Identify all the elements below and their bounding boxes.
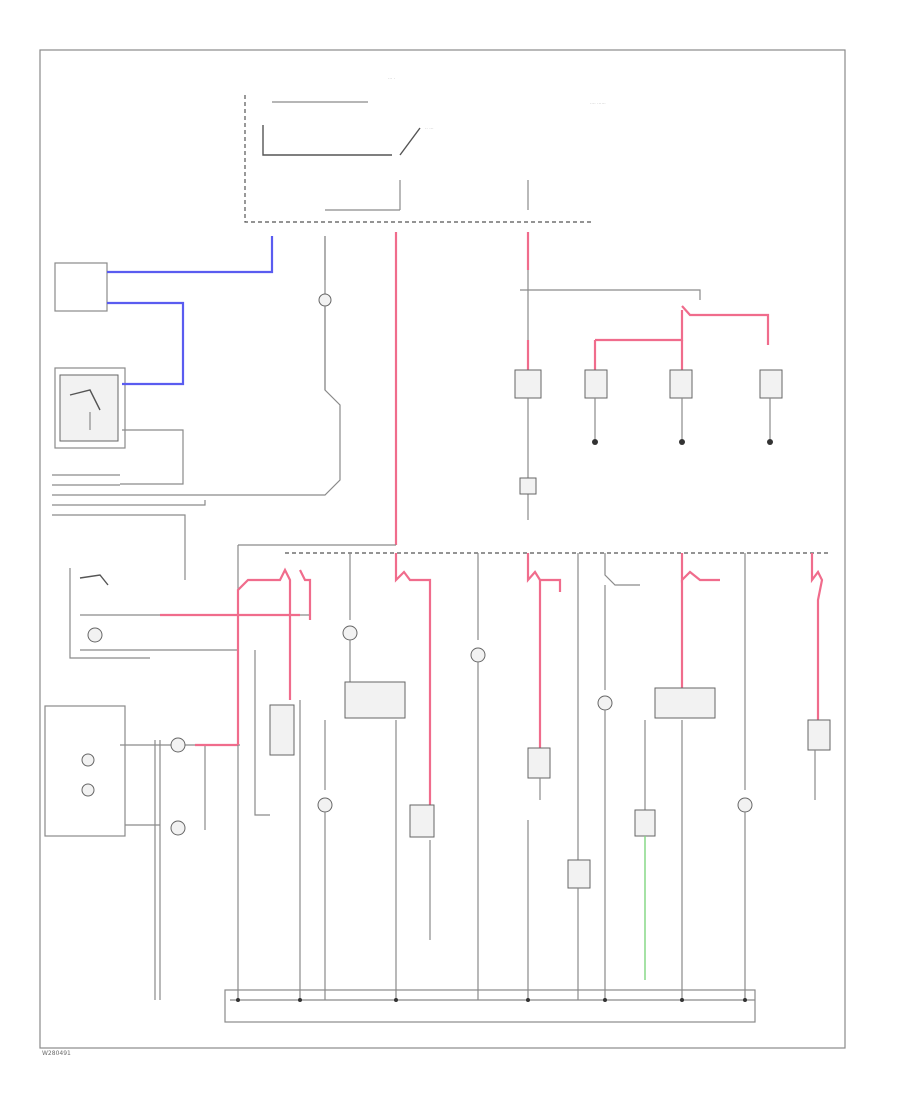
red-wire-upper-right [681, 305, 770, 345]
figure-id: W280491 [42, 1050, 71, 1057]
light-control-switch-box [54, 262, 108, 312]
svg-text:·· ···: ·· ··· [425, 127, 434, 132]
switch-2 [584, 369, 608, 399]
diagram-frame [39, 49, 846, 1049]
switch-4 [759, 369, 783, 399]
bulb-top-left [318, 293, 332, 307]
clock-box [44, 705, 126, 837]
switch-3 [669, 369, 693, 399]
rheostat-box [69, 568, 150, 659]
svg-text:···· ······: ···· ······ [590, 102, 606, 107]
blue-wire-dimmer [107, 301, 185, 386]
ground-bus [224, 989, 756, 1023]
blue-wire-tail-lamp [107, 236, 274, 274]
switch-1 [514, 369, 542, 399]
combination-switch-box [54, 367, 126, 449]
lower-circuit-drops [236, 545, 831, 1000]
fuse-relay-box [244, 95, 592, 223]
svg-text:··· ·: ··· · [388, 77, 395, 82]
